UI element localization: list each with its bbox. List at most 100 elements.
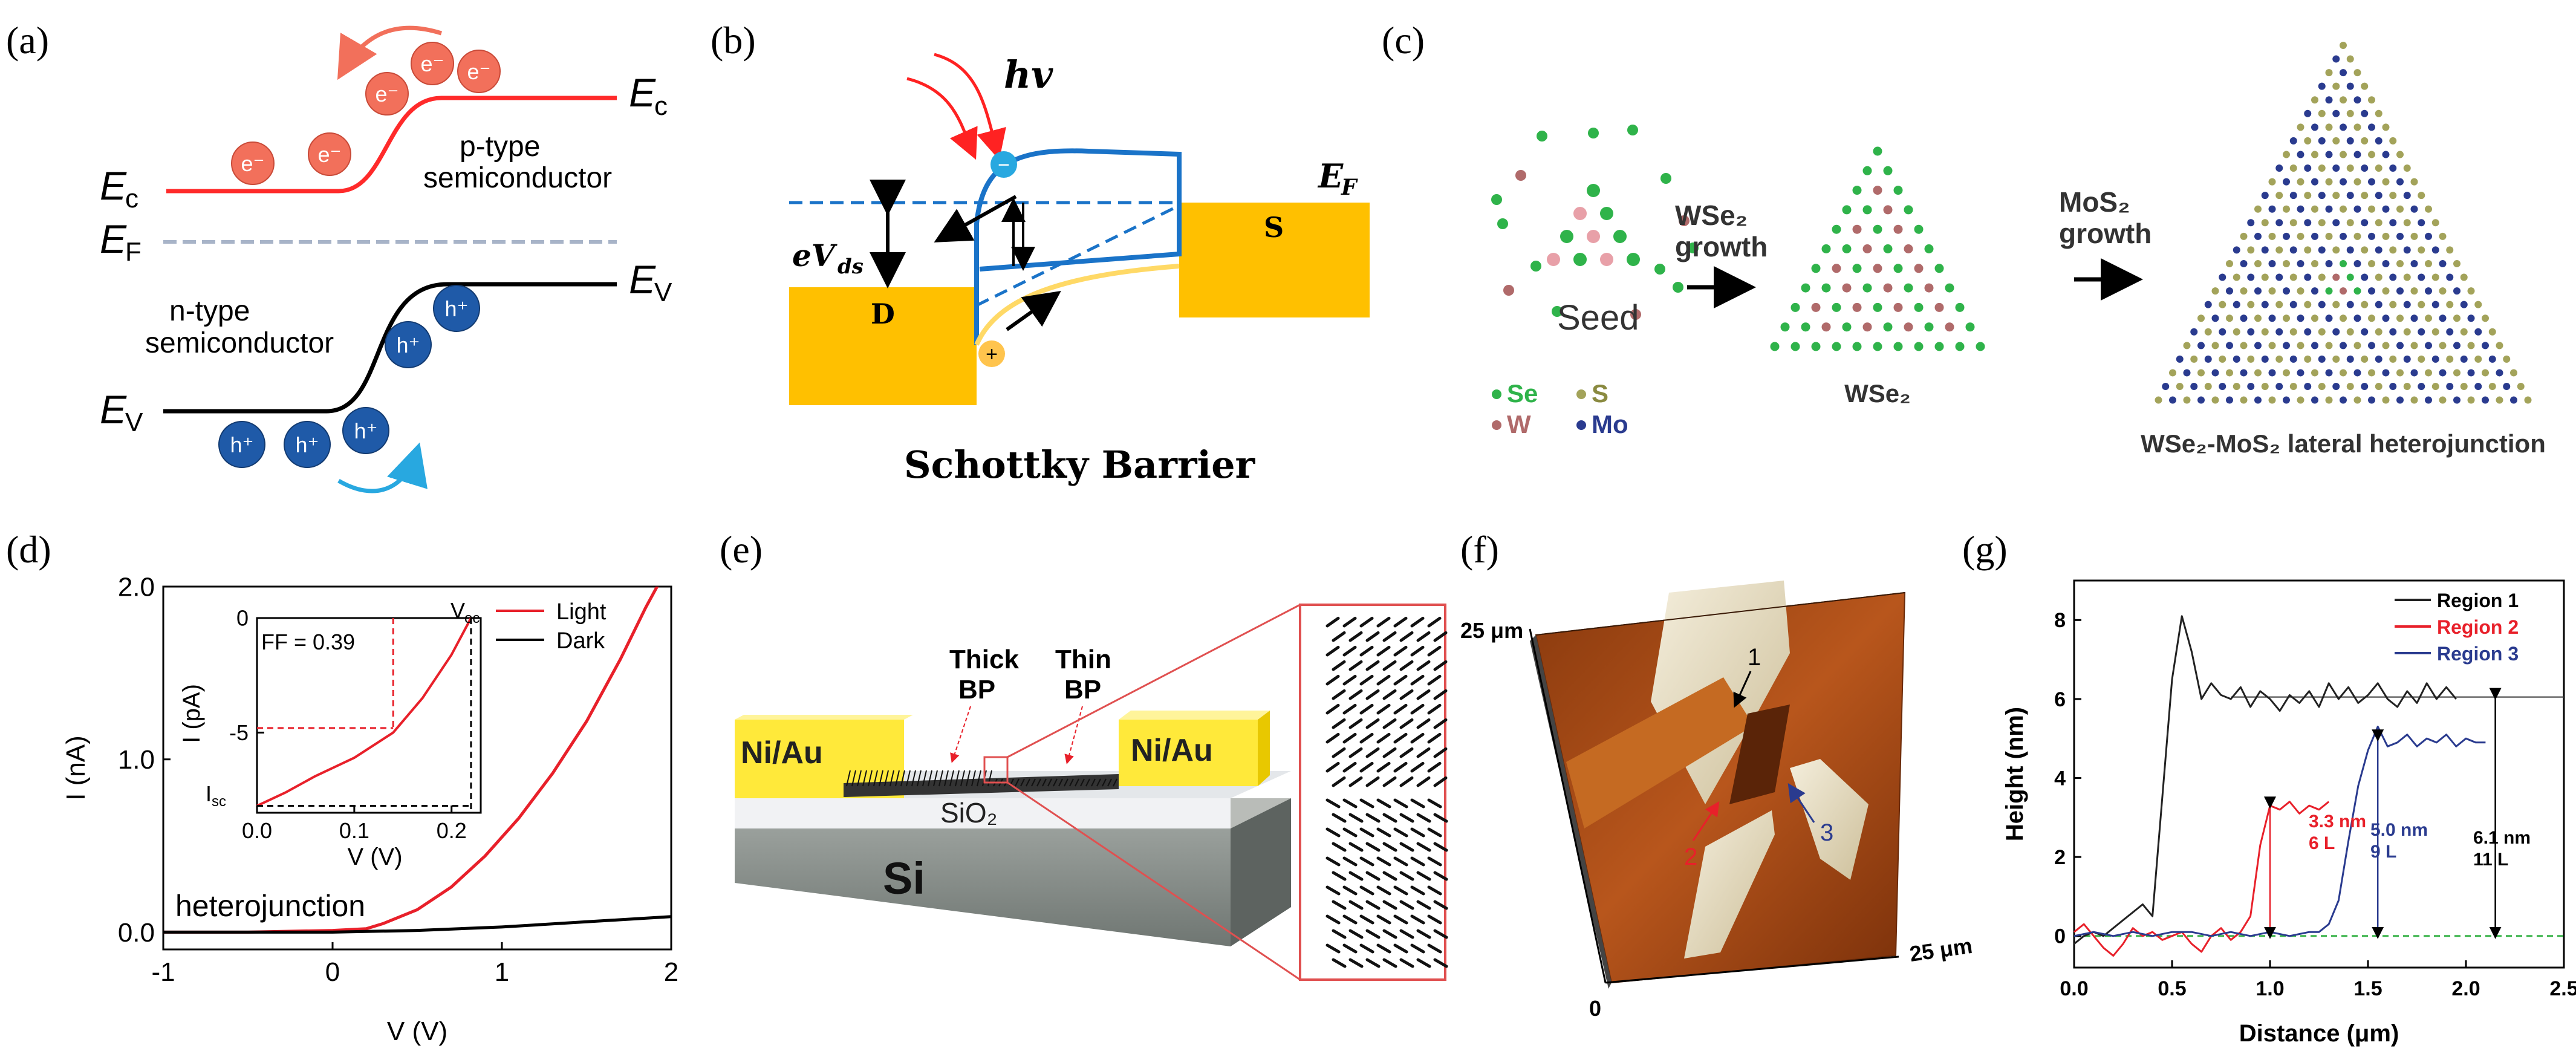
y-tick-label: 6 <box>2054 688 2066 711</box>
lattice-stroke <box>1332 813 1347 823</box>
atom-icon <box>2283 151 2290 158</box>
niau-left-contact <box>735 720 904 798</box>
atom-icon <box>2268 287 2276 295</box>
panel-f: (f) 1 2 3 25 μm 25 μm 0 <box>1460 528 1974 1021</box>
bp-layer-stroke <box>1036 778 1041 787</box>
atom-icon <box>1832 224 1841 234</box>
niau-right-label: Ni/Au <box>1131 733 1213 768</box>
x-tick-label: 2 <box>664 957 678 987</box>
atom-icon <box>1883 244 1893 253</box>
atom-icon <box>1791 302 1800 312</box>
photon-arrow-2 <box>906 77 978 160</box>
lattice-stroke <box>1348 660 1363 671</box>
lattice-stroke <box>1427 645 1442 657</box>
atom-icon <box>2304 328 2312 336</box>
atom-icon <box>2368 123 2375 131</box>
panel-label-f: (f) <box>1460 528 1499 571</box>
atom-icon <box>2396 205 2404 213</box>
afm-edge <box>1535 592 1905 636</box>
atom-icon <box>2431 219 2439 227</box>
lattice-stroke <box>1393 645 1408 657</box>
bp-hatch <box>846 770 1117 787</box>
atom-icon <box>2474 355 2482 363</box>
atom-icon <box>2211 287 2219 295</box>
atom-icon <box>1945 322 1954 332</box>
y-tick-label: 2 <box>2054 846 2066 869</box>
atom-icon <box>2197 369 2205 377</box>
atom-icon <box>2211 396 2219 404</box>
lattice-stroke <box>1393 732 1408 744</box>
atom-icon <box>2311 314 2318 322</box>
lattice-stroke <box>1342 943 1358 954</box>
hole-label: h⁺ <box>230 432 253 457</box>
bp-layer-stroke <box>960 770 965 787</box>
atom-icon <box>2332 82 2340 90</box>
lattice-stroke <box>1359 703 1374 715</box>
atom-icon <box>1904 322 1913 332</box>
lattice-stroke <box>1382 776 1397 787</box>
atom-icon <box>2488 328 2496 336</box>
atom-icon <box>2297 396 2304 404</box>
atom-icon <box>1904 244 1913 253</box>
bp-layer-stroke <box>949 770 954 787</box>
atom-icon <box>2204 355 2212 363</box>
atom-icon <box>2361 219 2369 227</box>
atom-icon <box>1811 302 1821 312</box>
lattice-stroke <box>1382 929 1397 939</box>
lattice-stroke <box>1348 958 1364 968</box>
lattice-stroke <box>1433 689 1448 700</box>
atom-icon <box>2410 287 2418 295</box>
lattice-stroke <box>1416 813 1431 823</box>
atom-icon <box>2446 355 2454 363</box>
ec-right-label: E <box>629 70 656 115</box>
atom-icon <box>2261 273 2269 281</box>
lattice-stroke <box>1393 616 1408 628</box>
lattice-stroke <box>1399 900 1414 910</box>
ev-right-sub: V <box>654 278 672 307</box>
niau-right-top <box>1119 711 1270 720</box>
lattice-stroke <box>1376 914 1391 925</box>
atom-icon <box>2460 383 2468 390</box>
atom-icon <box>2268 369 2276 377</box>
atom-icon <box>2283 369 2290 377</box>
atom-icon <box>1934 264 1944 273</box>
niau-right-side <box>1258 711 1270 786</box>
lattice-stroke <box>1376 674 1391 686</box>
ef-sub: F <box>125 237 141 267</box>
lattice-stroke <box>1359 761 1374 773</box>
lattice-stroke <box>1365 929 1381 939</box>
atom-icon <box>1852 186 1862 195</box>
lattice-stroke <box>1325 827 1341 838</box>
lattice-stroke <box>1325 798 1341 809</box>
seed-cluster <box>1491 125 1699 320</box>
thin-bp-pointer <box>1064 706 1083 764</box>
atom-icon <box>2340 396 2347 404</box>
afm-darker-band <box>1566 677 1754 828</box>
bp-layer-stroke <box>873 770 878 787</box>
step2-line1: MoS₂ <box>2059 186 2130 218</box>
lattice-stroke <box>1348 929 1364 939</box>
bp-layer-stroke <box>917 770 922 787</box>
bp-layer-stroke <box>1015 778 1020 787</box>
hole-label: h⁺ <box>295 432 319 457</box>
afm-scale-right: 25 μm <box>1908 933 1974 966</box>
lattice-stroke <box>1393 827 1408 838</box>
atom-icon <box>1883 205 1893 215</box>
lattice-stroke <box>1433 958 1448 968</box>
atom-icon <box>2453 396 2461 404</box>
atom-icon <box>2219 383 2226 390</box>
valence-band-line <box>163 282 617 414</box>
lattice-stroke <box>1433 718 1448 729</box>
lattice-stroke <box>1342 914 1358 925</box>
atom-icon <box>1873 146 1882 156</box>
atom-icon <box>2453 314 2461 322</box>
afm-mark-2: 2 <box>1684 844 1697 870</box>
atom-icon <box>2325 342 2333 350</box>
atom-icon <box>2311 205 2318 213</box>
bp-layer-stroke <box>1069 778 1074 787</box>
atom-icon <box>2240 369 2248 377</box>
schottky-valence-band <box>974 264 1180 346</box>
panel-a: (a) E c E c E F E V E V p-type semicondu… <box>6 19 672 493</box>
lattice-stroke <box>1325 856 1341 867</box>
